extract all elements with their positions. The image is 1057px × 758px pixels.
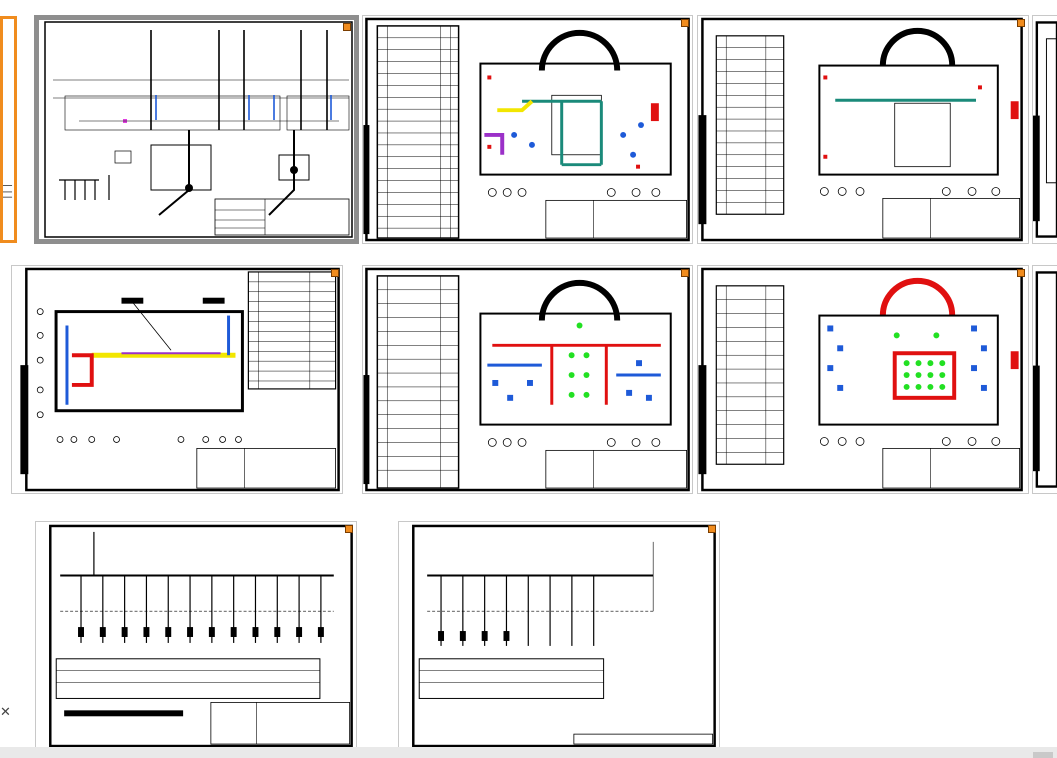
sheet-badge-icon	[1017, 269, 1025, 277]
sheet-thumbnail-lighting-plan-1[interactable]	[362, 265, 693, 494]
sheet-thumbnail-basement-plan[interactable]	[11, 265, 343, 494]
sheet-drawing	[363, 267, 690, 492]
sheet-thumbnail-floorplan-2[interactable]	[697, 15, 1029, 244]
sheet-badge-icon	[708, 525, 716, 533]
sheet-badge-icon	[331, 269, 339, 277]
sheet-drawing	[1033, 21, 1057, 238]
sheet-drawing	[698, 267, 1023, 492]
status-bar-button[interactable]	[1033, 752, 1053, 758]
sheet-thumbnail-partial-left[interactable]	[0, 16, 17, 243]
sheet-badge-icon	[681, 19, 689, 27]
sheet-badge-icon	[681, 269, 689, 277]
sheet-thumbnail-single-line-2[interactable]	[398, 521, 720, 750]
sheet-badge-icon	[345, 525, 353, 533]
sheet-thumbnail-single-line-1[interactable]	[35, 521, 357, 750]
sheet-drawing	[412, 524, 716, 748]
sheet-drawing	[363, 17, 690, 242]
sheet-thumbnail-riser-diagram[interactable]	[34, 15, 359, 244]
sheet-drawing	[49, 524, 353, 748]
sheet-drawing	[3, 185, 13, 198]
sheet-thumbnail-partial-right[interactable]	[1032, 15, 1057, 244]
sheet-drawing	[20, 267, 340, 492]
sheet-thumbnail-floorplan-1[interactable]	[362, 15, 693, 244]
sheet-badge-icon	[343, 23, 351, 31]
resize-cursor-icon: ✕	[0, 705, 11, 720]
sheet-thumbnail-lighting-plan-2[interactable]	[697, 265, 1029, 494]
sheet-drawing	[44, 21, 353, 238]
sheet-drawing	[698, 17, 1023, 242]
sheet-thumbnail-partial-right[interactable]	[1032, 265, 1057, 494]
sheet-badge-icon	[1017, 19, 1025, 27]
status-bar	[0, 747, 1057, 758]
sheet-drawing	[1033, 271, 1057, 488]
